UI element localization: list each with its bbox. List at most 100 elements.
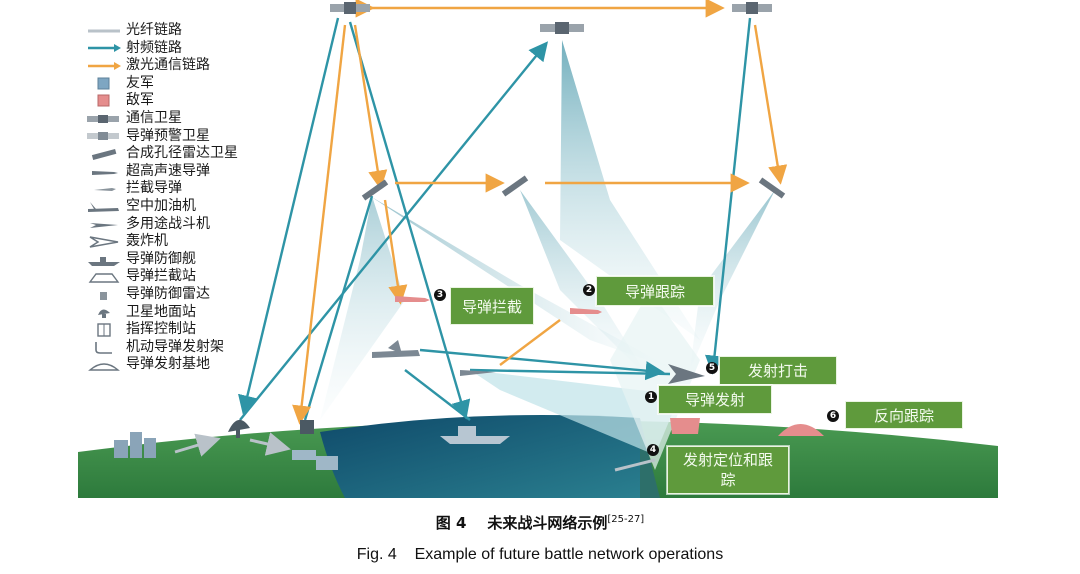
missile-defense-ship — [440, 426, 510, 444]
comm-satellite-right — [732, 2, 772, 14]
step-label-locate-track: 发射定位和跟踪 — [667, 446, 789, 494]
legend-item-warning-sat: 导弹预警卫星 — [86, 128, 238, 146]
step-badge-3: 3 — [434, 289, 446, 301]
launch-base-icon — [86, 358, 122, 372]
legend-label: 导弹预警卫星 — [126, 127, 210, 144]
legend-item-enemy: 敌军 — [86, 92, 238, 110]
step-label-strike: 发射打击 — [719, 356, 837, 385]
step-badge-4: 4 — [647, 444, 659, 456]
multirole-fighter-icon — [86, 217, 122, 231]
legend-label: 友军 — [126, 74, 154, 91]
laser-link-line-icon — [86, 59, 122, 73]
caption-en-prefix: Fig. 4 — [356, 546, 397, 563]
rf-link-line-icon — [86, 41, 122, 55]
laser-links — [292, 0, 788, 425]
command-building — [114, 432, 156, 458]
legend-item-launch-base: 导弹发射基地 — [86, 356, 238, 374]
legend-item-interception-station: 导弹拦截站 — [86, 268, 238, 286]
legend-label: 导弹防御雷达 — [126, 285, 210, 302]
legend-item-interceptor: 拦截导弹 — [86, 180, 238, 198]
legend-label: 敌军 — [126, 92, 154, 109]
legend-item-tanker: 空中加油机 — [86, 198, 238, 216]
step-badge-2: 2 — [583, 284, 595, 296]
sar-satellite-icon — [86, 147, 122, 161]
legend-item-fiber: 光纤链路 — [86, 22, 238, 40]
fiber-links — [174, 432, 656, 472]
comm-satellite-icon — [86, 112, 122, 126]
legend-label: 超高声速导弹 — [126, 162, 210, 179]
interceptor-missile — [395, 296, 430, 302]
legend-item-defense-ship: 导弹防御舰 — [86, 251, 238, 269]
legend-item-launcher: 机动导弹发射架 — [86, 339, 238, 357]
step-label-intercept: 导弹拦截 — [450, 287, 534, 325]
legend-label: 导弹拦截站 — [126, 268, 196, 285]
legend-item-friendly: 友军 — [86, 75, 238, 93]
legend-label: 射频链路 — [126, 39, 182, 56]
legend-item-defense-radar: 导弹防御雷达 — [86, 286, 238, 304]
hypersonic-missile-icon — [86, 165, 122, 179]
step-label-tracking: 导弹跟踪 — [596, 276, 714, 306]
mobile-launcher — [292, 420, 338, 470]
fiber-link-line-icon — [86, 24, 122, 38]
caption-cn-reference: [25-27] — [607, 514, 645, 525]
step-badge-1: 1 — [645, 391, 657, 403]
interception-station-icon — [86, 270, 122, 284]
ground-station-icon — [86, 305, 122, 319]
defense-radar-icon — [86, 288, 122, 302]
interceptor-missile-icon — [86, 182, 122, 196]
legend-item-comm-sat: 通信卫星 — [86, 110, 238, 128]
command-control-icon — [86, 323, 122, 337]
legend-label: 合成孔径雷达卫星 — [126, 145, 238, 162]
legend-label: 通信卫星 — [126, 109, 182, 126]
legend-item-laser: 激光通信链路 — [86, 57, 238, 75]
legend-label: 多用途战斗机 — [126, 215, 210, 232]
legend-label: 激光通信链路 — [126, 57, 210, 74]
enemy-square-icon — [86, 94, 122, 108]
legend-label: 拦截导弹 — [126, 180, 182, 197]
bomber — [668, 364, 705, 384]
enemy-launch-base — [778, 424, 824, 436]
legend-label: 空中加油机 — [126, 197, 196, 214]
satellite-ground-station — [228, 419, 250, 438]
legend-item-fighter: 多用途战斗机 — [86, 216, 238, 234]
sar-satellite-1 — [361, 179, 389, 201]
mobile-launcher-icon — [86, 340, 122, 355]
legend-item-rf: 射频链路 — [86, 40, 238, 58]
sar-satellite-2 — [501, 175, 529, 197]
figure-caption-en: Fig. 4 Example of future battle network … — [0, 546, 1080, 564]
enemy-launch-site — [670, 418, 700, 434]
tanker-aircraft — [372, 340, 420, 358]
legend-label: 导弹防御舰 — [126, 250, 196, 267]
legend: 光纤链路 射频链路 激光通信链路 友军 敌军 通信卫星 — [86, 22, 238, 374]
legend-item-ground-station: 卫星地面站 — [86, 304, 238, 322]
legend-item-sar-sat: 合成孔径雷达卫星 — [86, 145, 238, 163]
figure-caption-cn: 图 4 未来战斗网络示例[25-27] — [0, 512, 1080, 533]
legend-label: 卫星地面站 — [126, 303, 196, 320]
comm-satellite-left — [330, 2, 370, 14]
legend-item-bomber: 轰炸机 — [86, 233, 238, 251]
missile-warning-satellite-icon — [86, 129, 122, 143]
tanker-aircraft-icon — [86, 200, 122, 214]
legend-label: 光纤链路 — [126, 22, 182, 38]
step-badge-6: 6 — [827, 410, 839, 422]
hypersonic-missile — [570, 308, 602, 314]
caption-en-title: Example of future battle network operati… — [414, 546, 724, 563]
legend-item-command: 指挥控制站 — [86, 321, 238, 339]
step-label-launch: 导弹发射 — [658, 385, 772, 414]
legend-label: 导弹发射基地 — [126, 356, 210, 373]
caption-cn-title: 未来战斗网络示例 — [487, 514, 608, 532]
missile-warning-satellite — [540, 22, 584, 34]
sar-satellite-3 — [758, 177, 786, 199]
missile-defense-ship-icon — [86, 253, 122, 267]
friendly-square-icon — [86, 77, 122, 91]
multirole-fighter — [460, 370, 496, 376]
step-badge-5: 5 — [706, 362, 718, 374]
legend-label: 机动导弹发射架 — [126, 338, 224, 355]
legend-label: 轰炸机 — [126, 233, 168, 250]
step-label-reverse-tracking: 反向跟踪 — [845, 401, 963, 429]
bomber-icon — [86, 235, 122, 249]
legend-label: 指挥控制站 — [126, 321, 196, 338]
caption-cn-prefix: 图 4 — [435, 514, 467, 532]
rf-links — [238, 17, 752, 421]
